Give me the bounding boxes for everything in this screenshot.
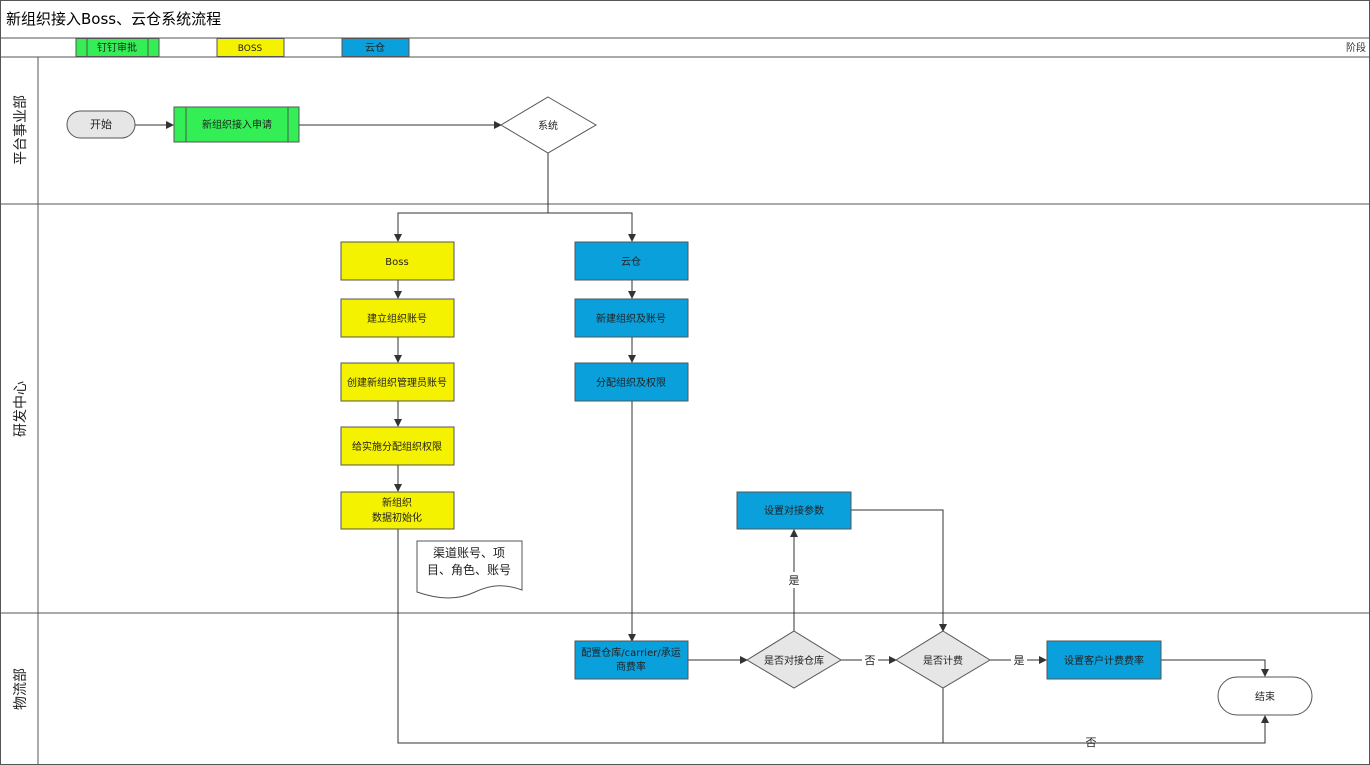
node-yc-account-shape — [574, 298, 689, 338]
node-apply: 新组织接入申请 — [173, 106, 300, 143]
node-config-wh-label-2: 商费率 — [616, 660, 646, 673]
node-end-label: 结束 — [1255, 690, 1275, 703]
legend-dingtalk-label: 钉钉审批 — [97, 41, 137, 54]
legend-boss-label: BOSS — [238, 44, 263, 54]
node-config-wh-shape — [574, 640, 689, 680]
node-yc-perm-label: 分配组织及权限 — [596, 376, 666, 389]
node-set-fee-shape — [1046, 640, 1162, 680]
legend-dingtalk: 钉钉审批 — [75, 38, 160, 57]
edge-system-yuncang — [548, 212, 636, 242]
node-boss-init-label-1: 新组织 — [382, 496, 412, 509]
edge-label-yes-right: 是 — [1014, 654, 1025, 667]
edge-label-yes-up: 是 — [789, 574, 800, 587]
legend-boss-swatch — [216, 38, 285, 57]
lane-label-rnd: 研发中心 — [13, 381, 29, 437]
node-start: 开始 — [66, 110, 136, 139]
node-boss-account: 建立组织账号 — [340, 298, 455, 338]
node-boss-init-label-2: 数据初始化 — [372, 511, 422, 524]
edge-label-yes-up-bg — [786, 572, 802, 588]
node-set-params: 设置对接参数 — [736, 491, 852, 530]
node-yuncang-shape — [574, 241, 689, 281]
node-boss-account-label: 建立组织账号 — [367, 312, 427, 325]
node-boss: Boss — [340, 241, 455, 281]
node-config-wh-label-1: 配置仓库/carrier/承运 — [581, 646, 680, 659]
node-boss-init: 新组织 数据初始化 — [340, 491, 455, 530]
edge-label-no-bottom: 否 — [1086, 736, 1097, 749]
node-apply-label: 新组织接入申请 — [202, 118, 272, 131]
node-yuncang: 云仓 — [574, 241, 689, 281]
node-config-wh: 配置仓库/carrier/承运 商费率 — [574, 640, 689, 680]
node-yuncang-label: 云仓 — [621, 255, 641, 268]
node-note: 渠道账号、项 目、角色、账号 — [416, 540, 523, 599]
node-apply-shape — [173, 106, 300, 143]
phase-label: 阶段 — [1346, 41, 1366, 54]
node-q-fee-label: 是否计费 — [923, 654, 963, 667]
legend-yuncang-swatch — [341, 38, 410, 57]
node-system: 系统 — [500, 96, 597, 154]
edge-label-no-right: 否 — [865, 654, 876, 667]
node-end-shape — [1217, 676, 1313, 716]
edge-system-boss — [394, 153, 549, 242]
node-start-label: 开始 — [90, 117, 112, 131]
legend-yuncang-label: 云仓 — [365, 41, 385, 54]
legend-dingtalk-swatch — [75, 38, 160, 57]
diagram-title: 新组织接入Boss、云仓系统流程 — [6, 10, 221, 28]
node-end: 结束 — [1217, 676, 1313, 716]
node-note-label-2: 目、角色、账号 — [427, 563, 511, 577]
connectors — [135, 121, 1269, 744]
node-system-shape — [500, 96, 597, 154]
node-yc-perm-shape — [574, 362, 689, 402]
node-boss-init-shape — [340, 491, 455, 530]
node-yc-account: 新建组织及账号 — [574, 298, 689, 338]
node-boss-admin-label: 创建新组织管理员账号 — [347, 376, 447, 389]
edge-label-yes-right-bg — [1011, 652, 1027, 668]
node-start-shape — [66, 110, 136, 139]
node-q-warehouse-shape — [746, 630, 842, 689]
lane-label-logistics: 物流部 — [13, 668, 29, 710]
node-system-label: 系统 — [538, 119, 558, 132]
node-note-label-1: 渠道账号、项 — [433, 546, 505, 560]
node-boss-account-shape — [340, 298, 455, 338]
edge-init-end — [397, 529, 1269, 744]
node-boss-perm-label: 给实施分配组织权限 — [352, 440, 442, 453]
node-set-params-shape — [736, 491, 852, 530]
node-boss-perm: 给实施分配组织权限 — [340, 426, 455, 466]
node-q-fee-shape — [895, 630, 991, 689]
node-q-warehouse-label: 是否对接仓库 — [764, 654, 824, 667]
node-boss-admin-shape — [340, 362, 455, 402]
legend-boss: BOSS — [216, 38, 285, 57]
node-q-warehouse: 是否对接仓库 — [746, 630, 842, 689]
edge-params-qfee — [851, 509, 947, 632]
node-yc-account-label: 新建组织及账号 — [596, 312, 666, 325]
node-boss-label: Boss — [385, 257, 408, 268]
node-q-fee: 是否计费 — [895, 630, 991, 689]
node-set-fee-label: 设置客户计费费率 — [1064, 654, 1144, 667]
lane-label-platform: 平台事业部 — [13, 95, 29, 165]
node-boss-perm-shape — [340, 426, 455, 466]
legend-yuncang: 云仓 — [341, 38, 410, 57]
node-boss-shape — [340, 241, 455, 281]
node-note-shape — [416, 540, 523, 599]
node-set-params-label: 设置对接参数 — [764, 504, 824, 517]
edge-label-no-right-bg — [862, 652, 878, 668]
node-boss-admin: 创建新组织管理员账号 — [340, 362, 455, 402]
node-set-fee: 设置客户计费费率 — [1046, 640, 1162, 680]
node-yc-perm: 分配组织及权限 — [574, 362, 689, 402]
edge-setfee-end — [1161, 659, 1269, 677]
